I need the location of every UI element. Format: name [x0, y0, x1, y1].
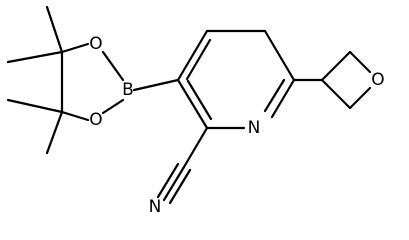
bond-ox-c3-c2a: [320, 50, 352, 82]
bond-b-c3: [132, 78, 180, 92]
bond-cn-triple-2: [156, 162, 180, 199]
bond-c2-c3-inner: [186, 79, 213, 121]
bond-c3-c4: [176, 29, 209, 82]
molecule-diagram: B O O N N O: [6, 5, 385, 217]
atom-label-oxygen-lower: O: [89, 110, 102, 130]
atom-label-oxetane-oxygen: O: [371, 70, 384, 90]
bond-ox-c2a-o: [348, 50, 372, 74]
oxetane-ring: [292, 50, 372, 110]
atom-label-ring-nitrogen: N: [248, 118, 261, 138]
pinacol-boronate-group: [6, 5, 125, 155]
bond-c2-c3: [176, 78, 209, 130]
bond-cn-triple-1: [162, 165, 186, 202]
bond-b-o-lower: [101, 98, 125, 115]
bond-c6-n1-inner: [263, 78, 286, 113]
pyridine-ring: [176, 29, 296, 130]
bond-c2-cn: [182, 126, 209, 169]
bond-c5-c6: [263, 29, 296, 82]
bond-ox-c2b-o: [348, 86, 372, 110]
bond-methyl-4: [45, 110, 64, 155]
structure-canvas: B O O N N O: [6, 5, 385, 217]
bond-o-upper-c1: [60, 42, 90, 54]
bond-methyl-3: [6, 98, 64, 114]
atom-label-nitrile-nitrogen: N: [149, 197, 162, 217]
bond-c6-n1: [270, 78, 296, 119]
bond-methyl-1: [45, 5, 64, 54]
bond-methyl-2: [6, 50, 64, 64]
atom-label-boron: B: [122, 80, 134, 100]
bond-c3-c4-inner: [185, 38, 212, 81]
bond-b-o-upper: [101, 50, 125, 82]
nitrile-group: [156, 126, 209, 205]
atom-label-oxygen-upper: O: [89, 34, 102, 54]
bond-o-lower-c2: [60, 110, 90, 122]
bond-ox-c3-c2b: [320, 78, 352, 110]
bond-cn-triple-3: [168, 168, 192, 205]
